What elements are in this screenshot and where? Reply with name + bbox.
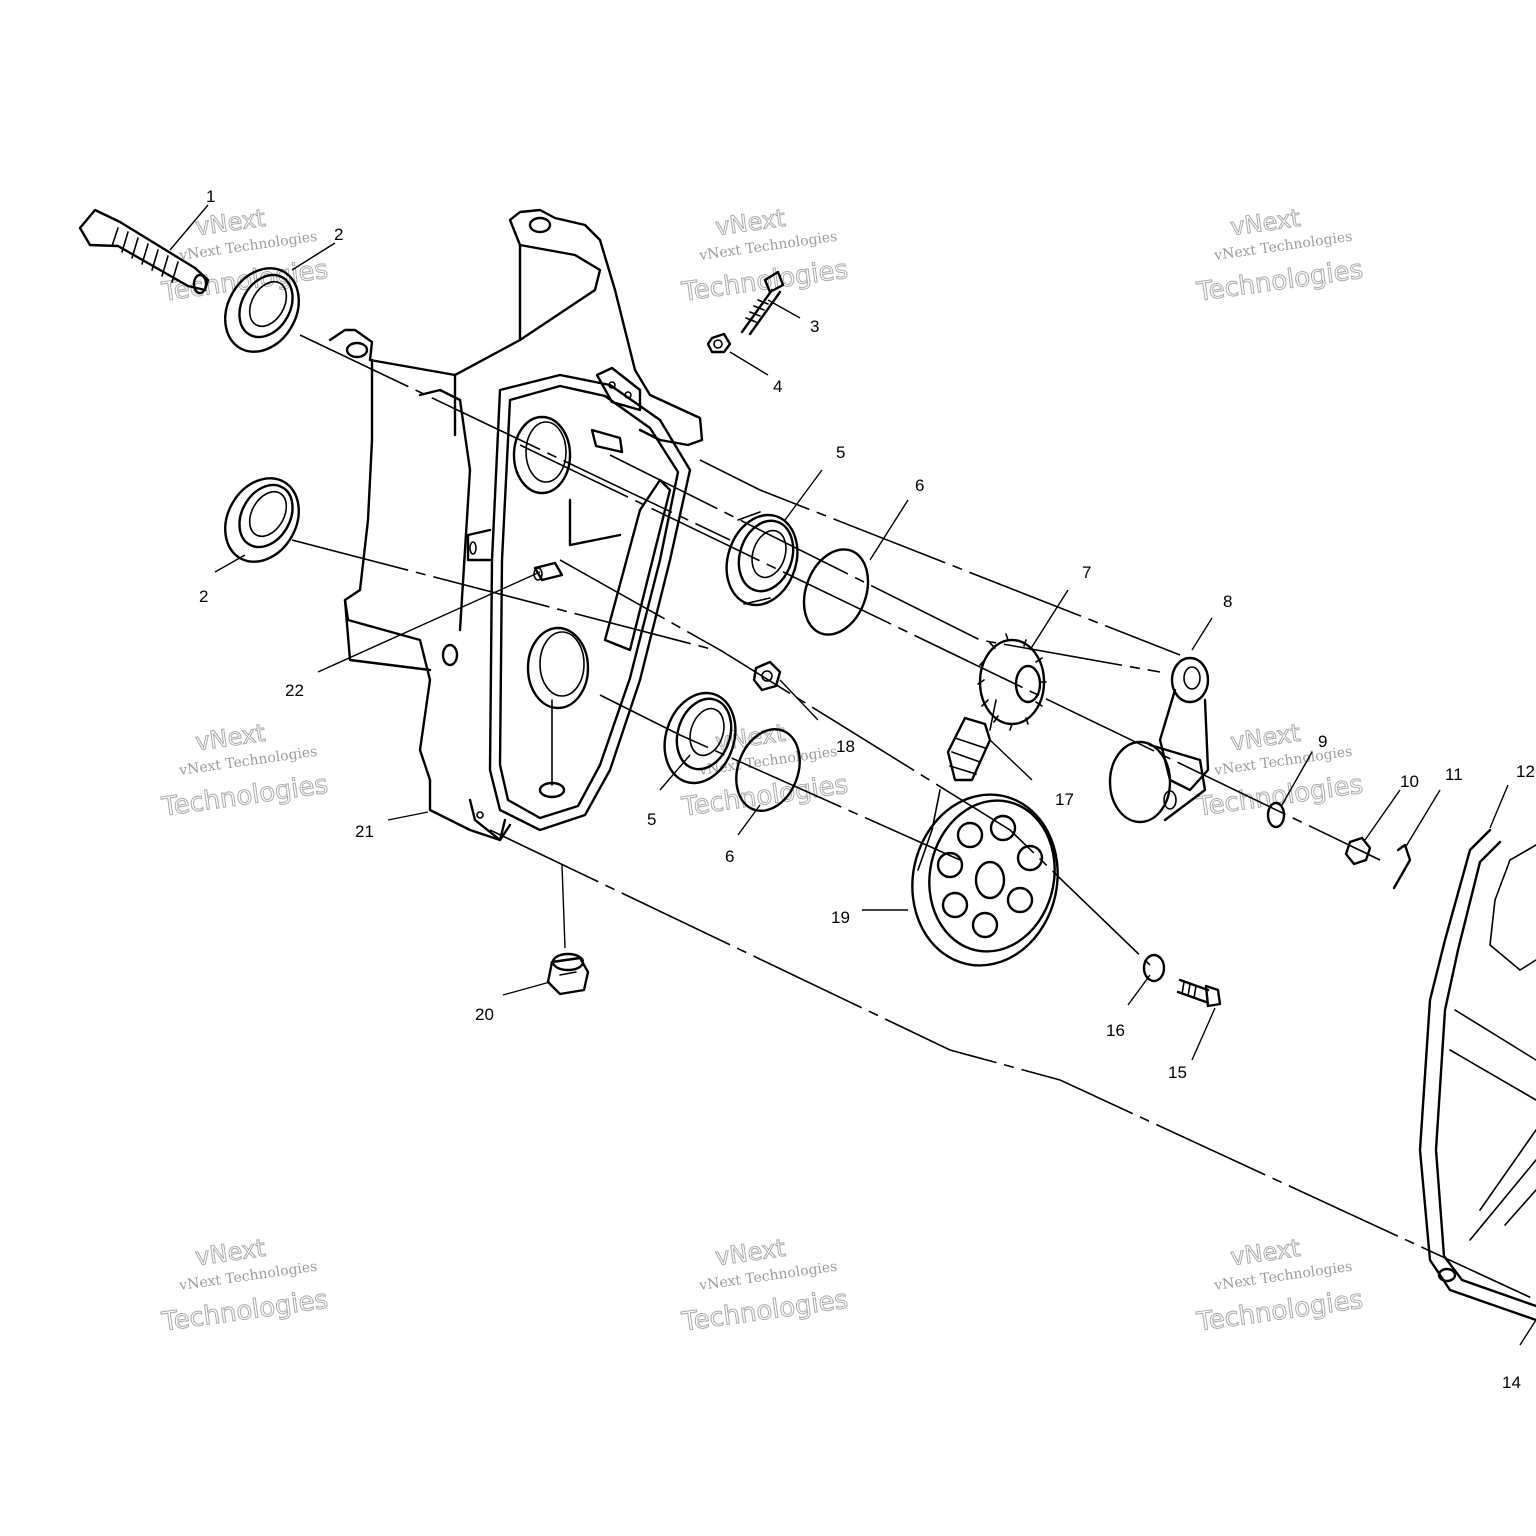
watermark: vNext vNext Technologies Technologies [679,203,851,308]
bolt-15 [1176,978,1222,1008]
axis-line [519,444,1381,861]
axis-line [699,459,1181,656]
callout-16: 16 [1106,1021,1125,1040]
watermark: vNext vNext Technologies Technologies [159,718,331,823]
axis-line [599,694,961,861]
snap-ring-lower [735,728,801,812]
watermark: vNext vNext Technologies Technologies [159,1233,331,1338]
watermark-brand: vNext [714,204,787,241]
watermark: vNext vNext Technologies Technologies [1194,1233,1366,1338]
drive-chain [917,699,997,871]
splined-shaft [78,208,210,295]
outer-cover [1418,828,1536,1322]
lower-sprocket [911,793,1059,967]
callout-9: 9 [1318,732,1327,751]
callout-1: 1 [206,187,215,206]
callout-12: 12 [1516,762,1535,781]
callout-5: 5 [836,443,845,462]
watermark-brand: vNext [1229,204,1302,241]
callout-20: 20 [475,1005,494,1024]
seal-lower [224,477,300,563]
callout-4: 4 [773,377,782,396]
watermark-brand: vNext [194,1234,267,1271]
watermark: vNext vNext Technologies Technologies [1194,203,1366,308]
axis-line [609,454,1161,673]
washer-9 [1266,801,1286,829]
cotter-pin-11 [1392,843,1412,890]
callout-2: 2 [199,587,208,606]
axis-line [559,559,1151,966]
watermark: vNext vNext Technologies Technologies [1194,718,1366,823]
watermark-brand: vNext [714,1234,787,1271]
dowel-pin [533,561,564,582]
callout-5: 5 [647,810,656,829]
tensioner-arm [1108,656,1210,824]
watermark: vNext vNext Technologies Technologies [159,203,331,308]
callout-19: 19 [831,908,850,927]
callout-11: 11 [1445,765,1463,784]
bearing-upper [725,511,799,607]
chaincase-housing [328,208,704,842]
callout-2: 2 [334,225,343,244]
callout-22: 22 [285,681,304,700]
jam-nut [706,332,732,354]
snap-ring-upper [802,548,870,636]
axis-line [489,829,1536,1301]
bearing-lower [663,691,737,785]
washer-16 [1142,953,1166,983]
hex-nut [752,660,782,692]
watermark-brand: vNext [1229,1234,1302,1271]
callout-10: 10 [1400,772,1419,791]
callout-6: 6 [725,847,734,866]
drain-plug [546,952,590,996]
adjuster-bolt [740,270,785,336]
callout-15: 15 [1168,1063,1187,1082]
callout-7: 7 [1082,563,1091,582]
callout-18: 18 [836,737,855,756]
callout-labels: 1 2 2 3 4 5 6 7 8 9 10 11 12 14 15 16 17… [199,187,1535,1392]
callout-3: 3 [810,317,819,336]
upper-sprocket [977,633,1047,731]
callout-8: 8 [1223,592,1232,611]
seal-upper [224,267,300,353]
watermark: vNext vNext Technologies Technologies [679,718,851,823]
callout-6: 6 [915,476,924,495]
watermark: vNext vNext Technologies Technologies [679,1233,851,1338]
watermark-brand: vNext [194,719,267,756]
callout-14: 14 [1502,1373,1521,1392]
watermark-brand: vNext [1229,719,1302,756]
callout-21: 21 [355,822,374,841]
castle-nut-10 [1344,836,1372,866]
callout-17: 17 [1055,790,1074,809]
watermark-group: vNext vNext Technologies Technologies vN… [159,203,1366,1338]
leader-lines [169,204,1536,1346]
